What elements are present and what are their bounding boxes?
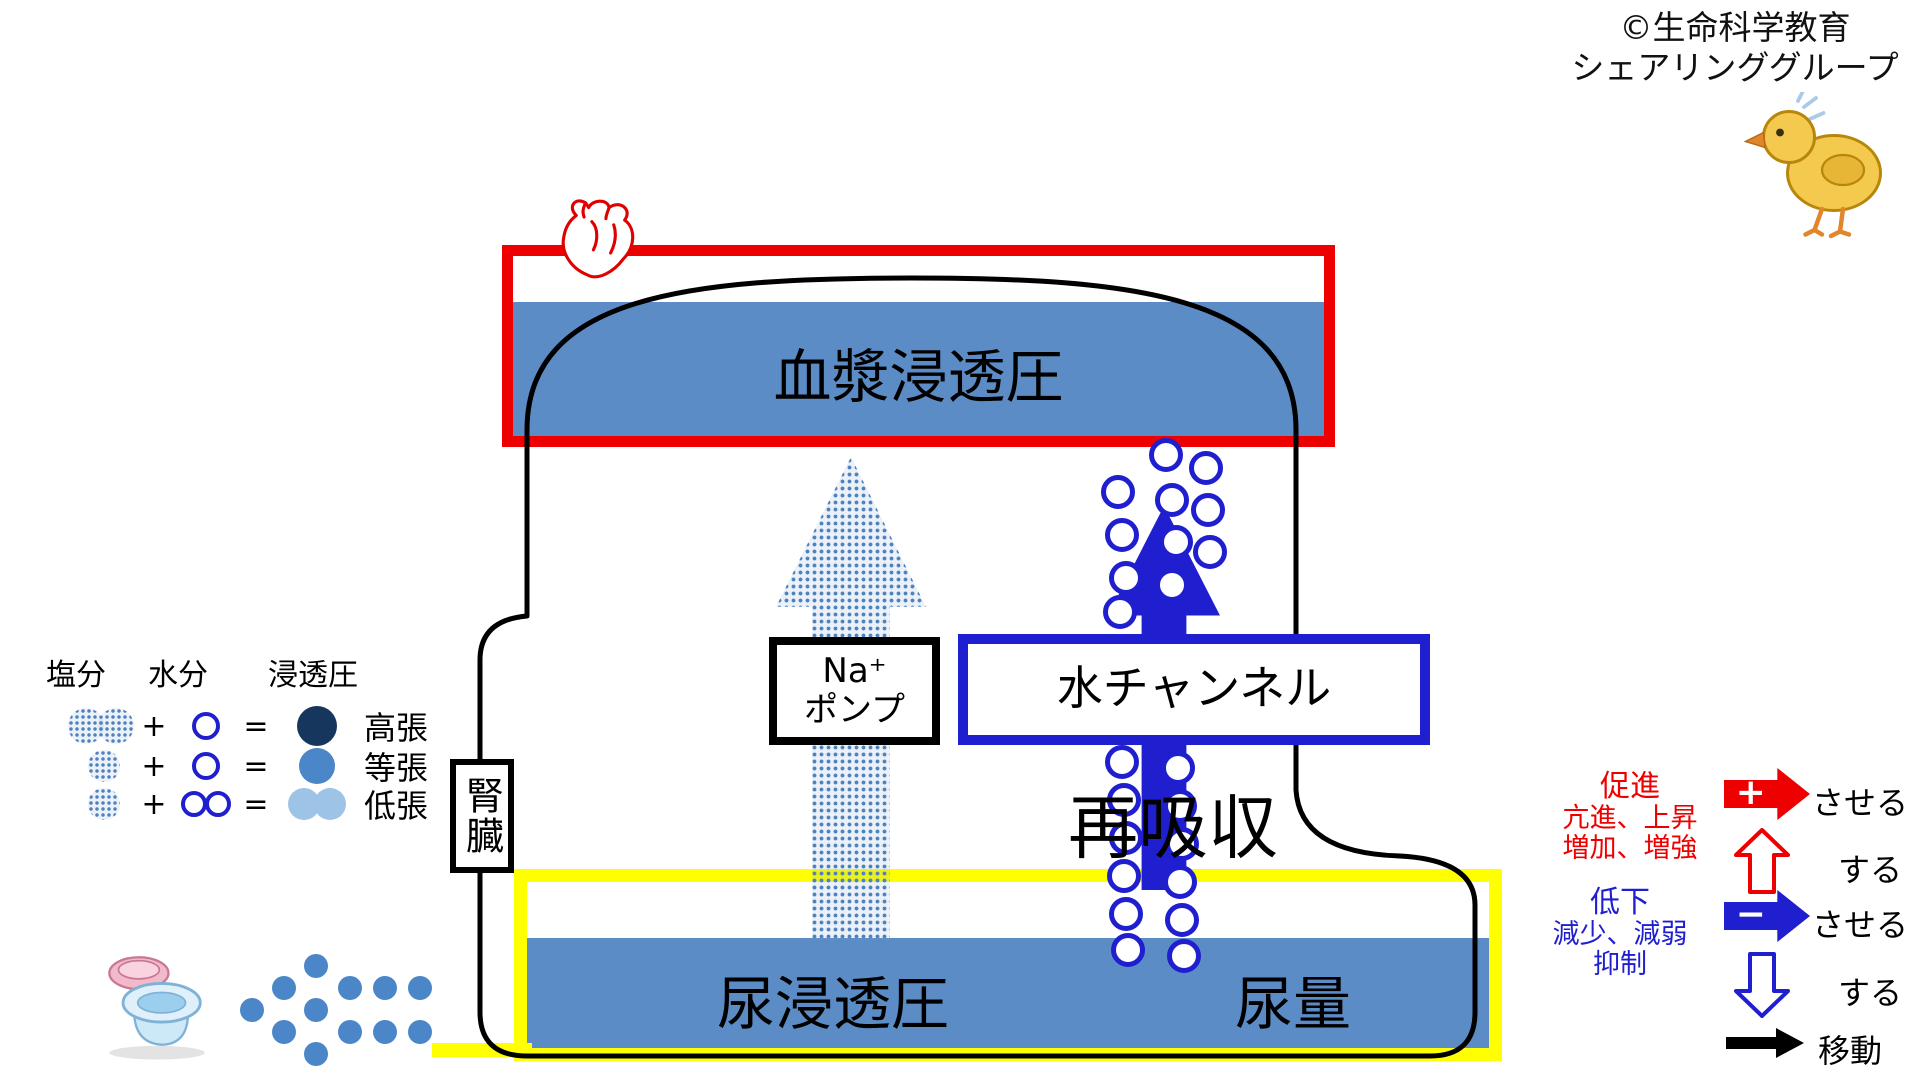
legend-label-hypertonic: 高張	[364, 709, 429, 747]
water-molecule-icon	[1111, 933, 1145, 967]
suppress-plain-label: する	[1838, 974, 1903, 1012]
water-molecule-icon	[1101, 475, 1135, 509]
water-molecule-icon	[1155, 483, 1189, 517]
salt-icon	[88, 788, 120, 820]
equals-sign: =	[243, 708, 269, 744]
legend-row-hypotonic: + = 低張	[42, 782, 428, 826]
water-icon	[192, 712, 220, 740]
legend-header-salt: 塩分	[46, 658, 106, 693]
heart-icon	[561, 199, 635, 279]
water-molecule-icon	[1109, 561, 1143, 595]
plus-sign: +	[141, 748, 167, 784]
legend-header-water: 水分	[148, 658, 208, 693]
water-molecule-icon	[1159, 525, 1193, 559]
toilet-icon	[108, 956, 205, 1060]
legend-header-osmotic: 浸透圧	[268, 658, 358, 693]
suppress-line1: 低下	[1590, 885, 1650, 920]
legend-label-hypotonic: 低張	[364, 787, 429, 825]
credit-line2: シェアリンググループ	[1571, 48, 1899, 87]
na-pump-box: Na⁺ ポンプ	[769, 637, 940, 745]
water-molecule-icon	[1191, 493, 1225, 527]
promote-causative-arrow-icon: +	[1724, 768, 1810, 820]
salt-icon	[88, 750, 120, 782]
na-pump-line2: ポンプ	[804, 690, 905, 730]
na-pump-line1: Na⁺	[822, 650, 887, 691]
minus-sign: −	[1735, 893, 1766, 935]
legend-suppress-text: 低下 減少、減弱 抑制	[1515, 886, 1725, 980]
credit-line1: ©生命科学教育	[1619, 8, 1851, 47]
urine-dots-arrow-icon	[240, 954, 432, 1066]
legend-promote-text: 促進 亢進、上昇 増加、増強	[1535, 770, 1725, 864]
hypotonic-dot-icon	[314, 788, 346, 820]
promote-line1: 促進	[1600, 769, 1660, 804]
plus-sign: +	[1735, 771, 1766, 813]
legend-row-isotonic: + = 等張	[42, 744, 428, 788]
water-molecule-icon	[1103, 595, 1137, 629]
salt-icon	[98, 708, 134, 744]
chick-icon	[1743, 92, 1882, 239]
kidney-label: 腎臓	[459, 776, 504, 856]
promote-plain-label: する	[1838, 851, 1903, 889]
move-arrow-icon	[1726, 1028, 1804, 1058]
promote-line2: 亢進、上昇	[1562, 803, 1698, 834]
water-icon	[181, 791, 207, 817]
water-channel-box: 水チャンネル	[958, 634, 1430, 745]
water-icon	[192, 752, 220, 780]
promote-line3: 増加、増強	[1562, 833, 1698, 864]
suppress-causative-label: させる	[1812, 906, 1909, 944]
move-label: 移動	[1818, 1032, 1883, 1070]
isotonic-dot-icon	[299, 748, 335, 784]
suppress-down-arrow-icon	[1734, 952, 1790, 1018]
urine-volume-label: 尿量	[1235, 970, 1352, 1038]
water-molecule-icon	[1189, 451, 1223, 485]
urine-box: 尿浸透圧 尿量	[514, 869, 1502, 1061]
hypertonic-dot-icon	[297, 706, 337, 746]
suppress-line3: 抑制	[1593, 949, 1647, 980]
water-channel-label: 水チャンネル	[1056, 661, 1332, 715]
water-molecule-icon	[1165, 903, 1199, 937]
water-icon	[205, 791, 231, 817]
plus-sign: +	[141, 708, 167, 744]
water-molecule-icon	[1167, 939, 1201, 973]
water-molecule-icon	[1193, 535, 1227, 569]
water-molecule-icon	[1149, 438, 1183, 472]
kidney-label-box: 腎臓	[450, 759, 514, 873]
suppress-causative-arrow-icon: −	[1724, 890, 1810, 942]
equals-sign: =	[243, 748, 269, 784]
suppress-line2: 減少、減弱	[1552, 919, 1688, 950]
legend-label-isotonic: 等張	[364, 749, 429, 787]
credit: ©生命科学教育 シェアリンググループ	[1555, 8, 1915, 88]
urine-osmotic-label: 尿浸透圧	[717, 970, 950, 1038]
plasma-osmotic-label: 血漿浸透圧	[773, 343, 1064, 411]
promote-causative-label: させる	[1812, 784, 1909, 822]
legend-row-hypertonic: + = 高張	[42, 704, 428, 748]
reabsorption-label: 再吸収	[1068, 787, 1278, 869]
water-molecule-icon	[1109, 897, 1143, 931]
water-molecule-icon	[1105, 518, 1139, 552]
water-molecule-icon	[1155, 568, 1189, 602]
plus-sign: +	[141, 786, 167, 822]
equals-sign: =	[243, 786, 269, 822]
promote-up-arrow-icon	[1734, 828, 1790, 894]
